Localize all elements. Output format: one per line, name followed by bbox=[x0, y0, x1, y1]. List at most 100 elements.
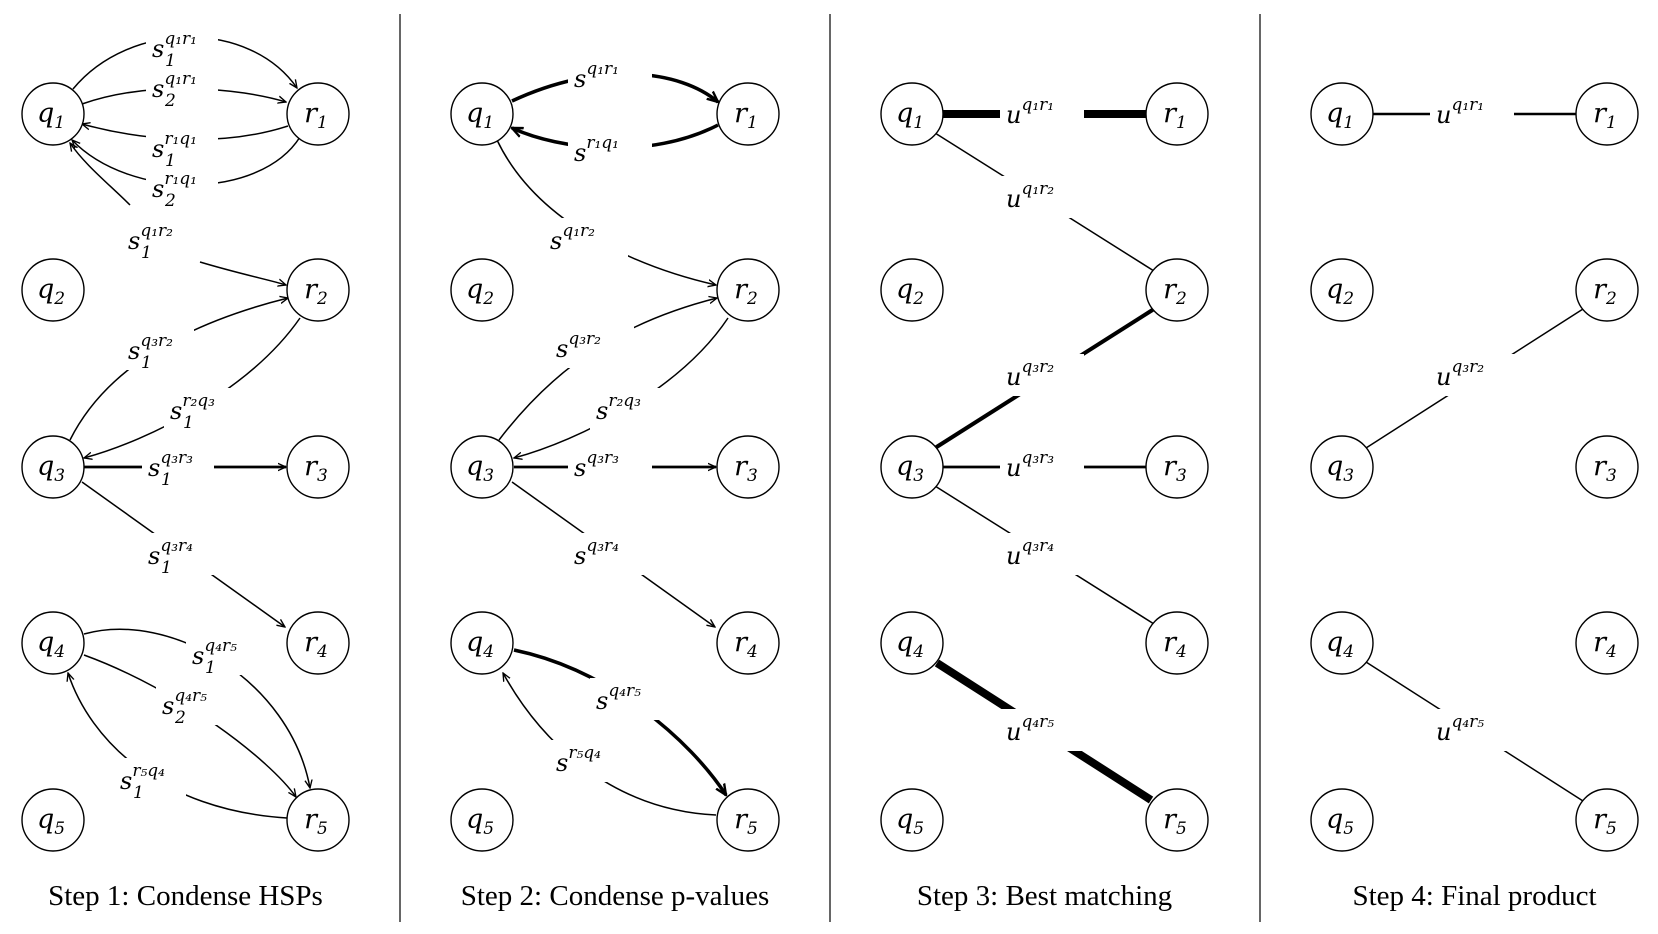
node-label: r2 bbox=[1593, 274, 1617, 309]
edge-label: uq₄r₅ bbox=[1006, 712, 1054, 746]
node-label: q3 bbox=[37, 451, 65, 486]
node-q4: q4 bbox=[21, 611, 85, 675]
node-label: q5 bbox=[37, 804, 65, 839]
edge-label-mask bbox=[122, 328, 194, 370]
node-q5: q5 bbox=[880, 788, 944, 852]
node-label: r1 bbox=[304, 98, 328, 133]
node-q3: q3 bbox=[880, 435, 944, 499]
node-r1: r1 bbox=[1145, 82, 1209, 146]
edge-label-mask bbox=[1430, 354, 1514, 396]
node-label: q4 bbox=[466, 627, 494, 662]
node-label: q2 bbox=[896, 274, 924, 309]
node-label: r2 bbox=[304, 274, 328, 309]
node-label: q5 bbox=[896, 804, 924, 839]
node-q2: q2 bbox=[880, 258, 944, 322]
edge-label: uq₄r₅ bbox=[1436, 712, 1484, 746]
node-label: r5 bbox=[1593, 804, 1617, 839]
node-label: q3 bbox=[466, 451, 494, 486]
node-q2: q2 bbox=[21, 258, 85, 322]
edge-label: uq₃r₂ bbox=[1436, 357, 1484, 391]
node-label: q2 bbox=[1326, 274, 1354, 309]
edge-label: sq₃r₃ bbox=[574, 448, 619, 482]
panel-caption: Step 3: Best matching bbox=[917, 880, 1172, 912]
node-q1: q1 bbox=[1310, 82, 1374, 146]
edge-label-mask bbox=[142, 445, 214, 487]
node-q5: q5 bbox=[21, 788, 85, 852]
node-label: r1 bbox=[734, 98, 758, 133]
edge-label-mask bbox=[122, 218, 194, 260]
node-r1: r1 bbox=[286, 82, 350, 146]
edge-label-mask bbox=[1000, 445, 1084, 487]
edge-label-mask bbox=[186, 633, 258, 675]
panel-caption: Step 4: Final product bbox=[1352, 880, 1596, 912]
node-q4: q4 bbox=[1310, 611, 1374, 675]
panel-caption: Step 1: Condense HSPs bbox=[48, 880, 323, 912]
node-label: r1 bbox=[1593, 98, 1617, 133]
node-label: r3 bbox=[734, 451, 758, 486]
node-r3: r3 bbox=[1145, 435, 1209, 499]
edge-label-mask bbox=[1430, 92, 1514, 134]
node-label: q1 bbox=[466, 98, 494, 133]
node-r4: r4 bbox=[716, 611, 780, 675]
edge-label: uq₃r₂ bbox=[1006, 357, 1054, 391]
node-r5: r5 bbox=[1575, 788, 1639, 852]
edge bbox=[70, 143, 131, 206]
node-r5: r5 bbox=[716, 788, 780, 852]
edge-label-mask bbox=[146, 166, 218, 208]
node-r1: r1 bbox=[1575, 82, 1639, 146]
edge-label: sr₁q₁ bbox=[574, 133, 619, 167]
edge-label: uq₁r₁ bbox=[1006, 95, 1054, 129]
edge-label-mask bbox=[568, 445, 652, 487]
edge-label: sq₃r₂ bbox=[556, 329, 601, 363]
edge-label-mask bbox=[550, 326, 634, 368]
node-label: r3 bbox=[304, 451, 328, 486]
node-label: q3 bbox=[896, 451, 924, 486]
node-label: q3 bbox=[1326, 451, 1354, 486]
edge-label-mask bbox=[146, 26, 218, 68]
edge-label-mask bbox=[146, 66, 218, 108]
node-label: r5 bbox=[304, 804, 328, 839]
node-r3: r3 bbox=[286, 435, 350, 499]
node-q3: q3 bbox=[21, 435, 85, 499]
node-r5: r5 bbox=[1145, 788, 1209, 852]
edge-label: uq₃r₃ bbox=[1006, 448, 1054, 482]
node-label: q1 bbox=[1326, 98, 1354, 133]
edge-label-mask bbox=[146, 126, 218, 168]
node-r3: r3 bbox=[716, 435, 780, 499]
edge-label-mask bbox=[590, 678, 674, 720]
edge-label-mask bbox=[164, 388, 236, 430]
edge-label-mask bbox=[550, 740, 634, 782]
node-label: r1 bbox=[1163, 98, 1187, 133]
edge-label: sr₅q₄ bbox=[556, 743, 601, 777]
edge-label-mask bbox=[114, 758, 186, 800]
edge bbox=[199, 261, 286, 285]
node-q2: q2 bbox=[1310, 258, 1374, 322]
edge-label: sq₁r₁ bbox=[574, 59, 619, 93]
edge-label-mask bbox=[1000, 533, 1084, 575]
node-label: r5 bbox=[1163, 804, 1187, 839]
node-label: q5 bbox=[1326, 804, 1354, 839]
node-label: r4 bbox=[1163, 627, 1187, 662]
edge-label-mask bbox=[544, 218, 628, 260]
edge-label-mask bbox=[1000, 354, 1084, 396]
node-label: r2 bbox=[734, 274, 758, 309]
edge-label-mask bbox=[142, 533, 214, 575]
node-label: q4 bbox=[896, 627, 924, 662]
edge-label-mask bbox=[590, 388, 674, 430]
edge-label: uq₁r₁ bbox=[1436, 95, 1484, 129]
node-r4: r4 bbox=[286, 611, 350, 675]
node-r1: r1 bbox=[716, 82, 780, 146]
node-r4: r4 bbox=[1145, 611, 1209, 675]
edge-label-mask bbox=[568, 533, 652, 575]
node-label: r4 bbox=[1593, 627, 1617, 662]
edge-label: sq₃r₄ bbox=[574, 536, 619, 570]
edge bbox=[83, 654, 296, 797]
node-q3: q3 bbox=[1310, 435, 1374, 499]
edge-label-mask bbox=[1000, 709, 1084, 751]
